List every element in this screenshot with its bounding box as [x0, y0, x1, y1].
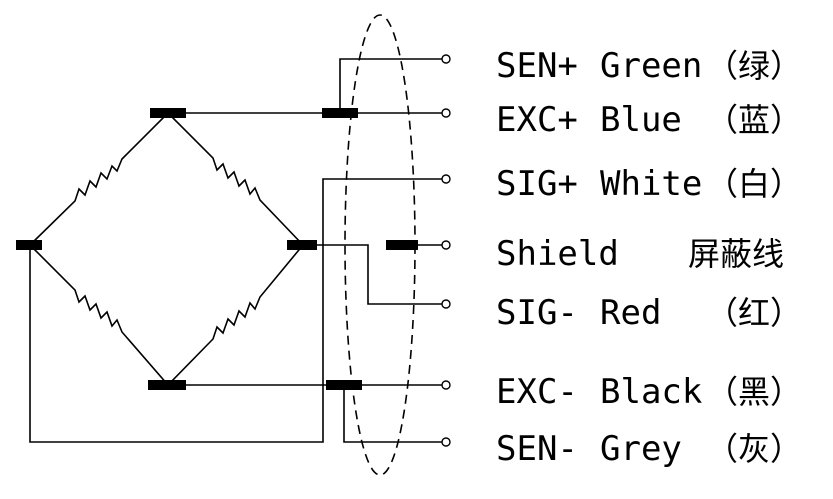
label-exc-minus-cn: （黑） [706, 373, 803, 411]
terminal-sig-plus [441, 174, 451, 184]
terminal-exc-plus [441, 108, 451, 118]
label-exc-plus-code: EXC+ [496, 100, 578, 140]
label-sen-minus-code: SEN- [496, 429, 578, 469]
label-sig-plus-color: White [600, 164, 703, 204]
label-sig-plus-code: SIG+ [496, 164, 578, 204]
label-sen-minus-cn: （灰） [706, 430, 803, 468]
label-exc-plus-cn: （蓝） [706, 101, 803, 139]
terminal-sen-minus [441, 437, 451, 447]
terminal-exc-minus [441, 380, 451, 390]
label-sig-minus-cn: （红） [706, 294, 803, 332]
wheatstone-bridge [29, 112, 304, 386]
label-sig-minus-code: SIG- [496, 293, 578, 333]
pad-left-node [16, 240, 42, 250]
label-sen-plus-color: Green [600, 46, 703, 86]
resistor-bottom-right [167, 244, 304, 386]
wire-sen-plus [339, 58, 446, 113]
wiring [29, 58, 446, 443]
terminal-sig-minus [441, 299, 451, 309]
pad-exc-minus-junction [326, 380, 362, 390]
solder-pads [16, 108, 418, 390]
label-sig-minus-color: Red [600, 293, 662, 333]
pad-right-node [287, 240, 317, 250]
resistor-bottom-left [29, 244, 169, 386]
label-exc-minus-color: Black [600, 372, 703, 412]
wire-sen-minus [343, 385, 446, 443]
terminal-sen-plus [441, 54, 451, 64]
label-exc-plus-color: Blue [600, 100, 682, 140]
terminal-shield [441, 240, 451, 250]
wire-sig-minus [303, 244, 446, 305]
wire-sig-plus [29, 178, 446, 443]
label-sen-minus-color: Grey [600, 429, 682, 469]
label-sen-plus-code: SEN+ [496, 46, 578, 86]
resistor-top-left [29, 112, 169, 246]
resistor-top-right [167, 112, 304, 246]
label-sig-plus-cn: （白） [706, 165, 803, 203]
label-exc-minus-code: EXC- [496, 372, 578, 412]
pad-bottom-node [148, 380, 186, 390]
terminals [441, 54, 451, 447]
pad-top-node [150, 108, 186, 118]
pad-exc-plus-junction [322, 108, 358, 118]
pad-shield [386, 240, 418, 250]
label-shield-cn: 屏蔽线 [688, 235, 785, 273]
cable-shield-outline [344, 14, 416, 476]
label-shield-code: Shield [496, 234, 619, 274]
label-sen-plus-cn: （绿） [706, 47, 803, 85]
